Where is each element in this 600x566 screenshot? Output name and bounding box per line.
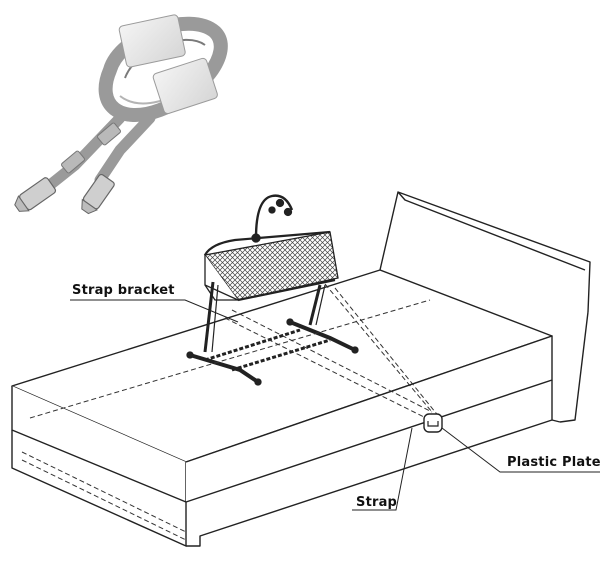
label-strap: Strap [356, 495, 397, 510]
bedside-crib [186, 194, 359, 386]
strap-product-photo [14, 14, 228, 215]
label-plastic-plate: Plastic Plate [507, 455, 600, 470]
strap-path [21, 283, 441, 541]
leader-lines [70, 299, 600, 511]
bed-outline [11, 191, 591, 547]
plastic-plate-anchor [423, 413, 443, 433]
label-strap-bracket: Strap bracket [72, 283, 175, 298]
